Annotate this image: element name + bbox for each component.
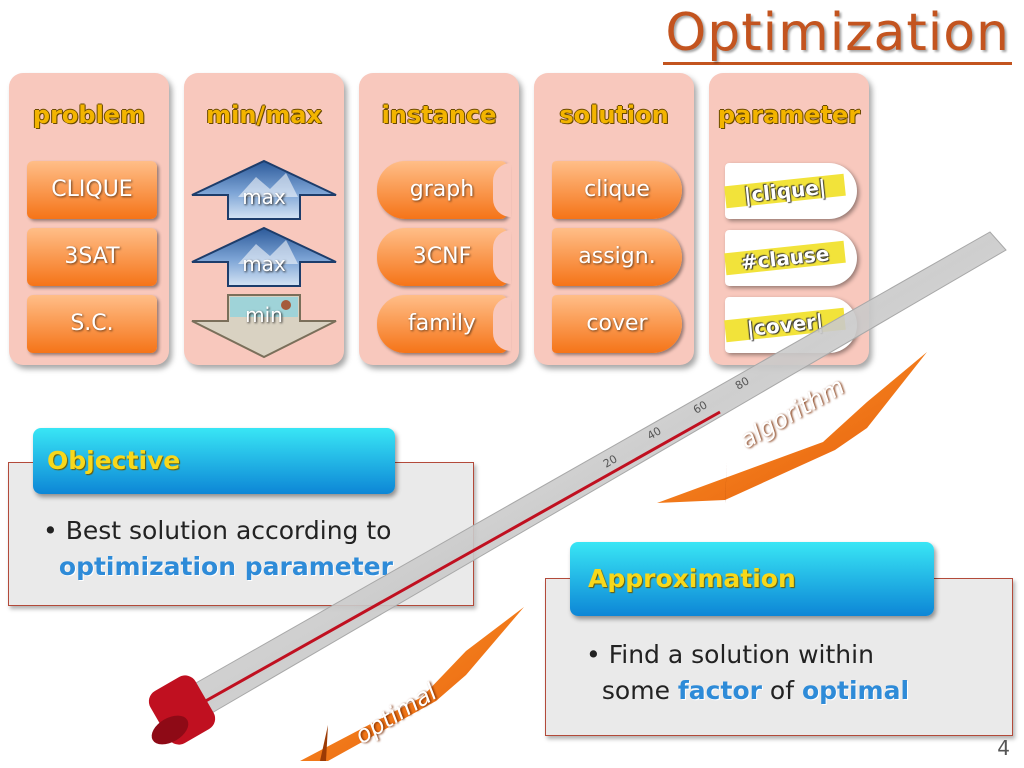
approximation-title: Approximation [588,564,796,593]
arrow-label-max: max [242,185,286,209]
column-problem: problem CLIQUE 3SAT S.C. [9,73,169,365]
solution-item: clique [552,161,682,219]
thermometer-tick-80: 80 [733,374,752,392]
max-arrow-icon: max [190,159,338,221]
approximation-text: Find a solution within [608,640,874,669]
approximation-text-some: some [601,676,670,705]
objective-banner: Objective [33,428,395,494]
slide-title: Optimization [663,3,1012,65]
parameter-item: |clique| [724,163,857,219]
objective-bullet: • Best solution according to optimizatio… [43,516,393,581]
objective-keyword: optimization parameter [58,552,393,581]
column-instance: instance graph 3CNF family [359,73,519,365]
approximation-bullet: • Find a solution within some factor of … [586,640,910,705]
instance-item: graph [377,161,511,219]
column-header-solution: solution [559,101,669,129]
min-arrow-icon: min [190,293,338,359]
instance-item: 3CNF [377,228,511,286]
optimal-arrow-icon [300,607,524,761]
arrow-label-min: min [245,303,283,327]
column-header-parameter: parameter [717,101,861,129]
objective-title: Objective [47,446,181,475]
objective-text: Best solution according to [65,516,392,545]
column-header-problem: problem [32,101,146,129]
instance-label: graph [409,177,475,202]
page-number: 4 [997,736,1010,760]
approximation-banner: Approximation [570,542,934,616]
instance-label: 3CNF [412,244,472,269]
instance-item: family [377,295,511,353]
column-header-instance: instance [381,101,497,129]
approximation-text-of: of [769,676,795,705]
column-header-minmax: min/max [206,101,322,129]
max-arrow-icon: max [190,226,338,288]
approximation-keyword-optimal: optimal [801,676,910,705]
thermometer-tick-20: 20 [601,452,620,470]
solution-item: cover [552,295,682,353]
thermometer-tick-40: 40 [645,424,664,442]
column-solution: solution clique assign. cover [534,73,694,365]
thermometer-tick-60: 60 [691,398,710,416]
column-minmax: min/max max max min [184,73,344,365]
instance-label: family [408,311,476,336]
problem-item: 3SAT [27,228,157,286]
approximation-keyword-factor: factor [677,676,762,705]
algorithm-arrow-icon [657,352,927,503]
solution-item: assign. [552,228,682,286]
arrow-label-max: max [242,252,286,276]
problem-item: CLIQUE [27,161,157,219]
problem-item: S.C. [27,295,157,353]
parameter-item: #clause [724,230,857,286]
